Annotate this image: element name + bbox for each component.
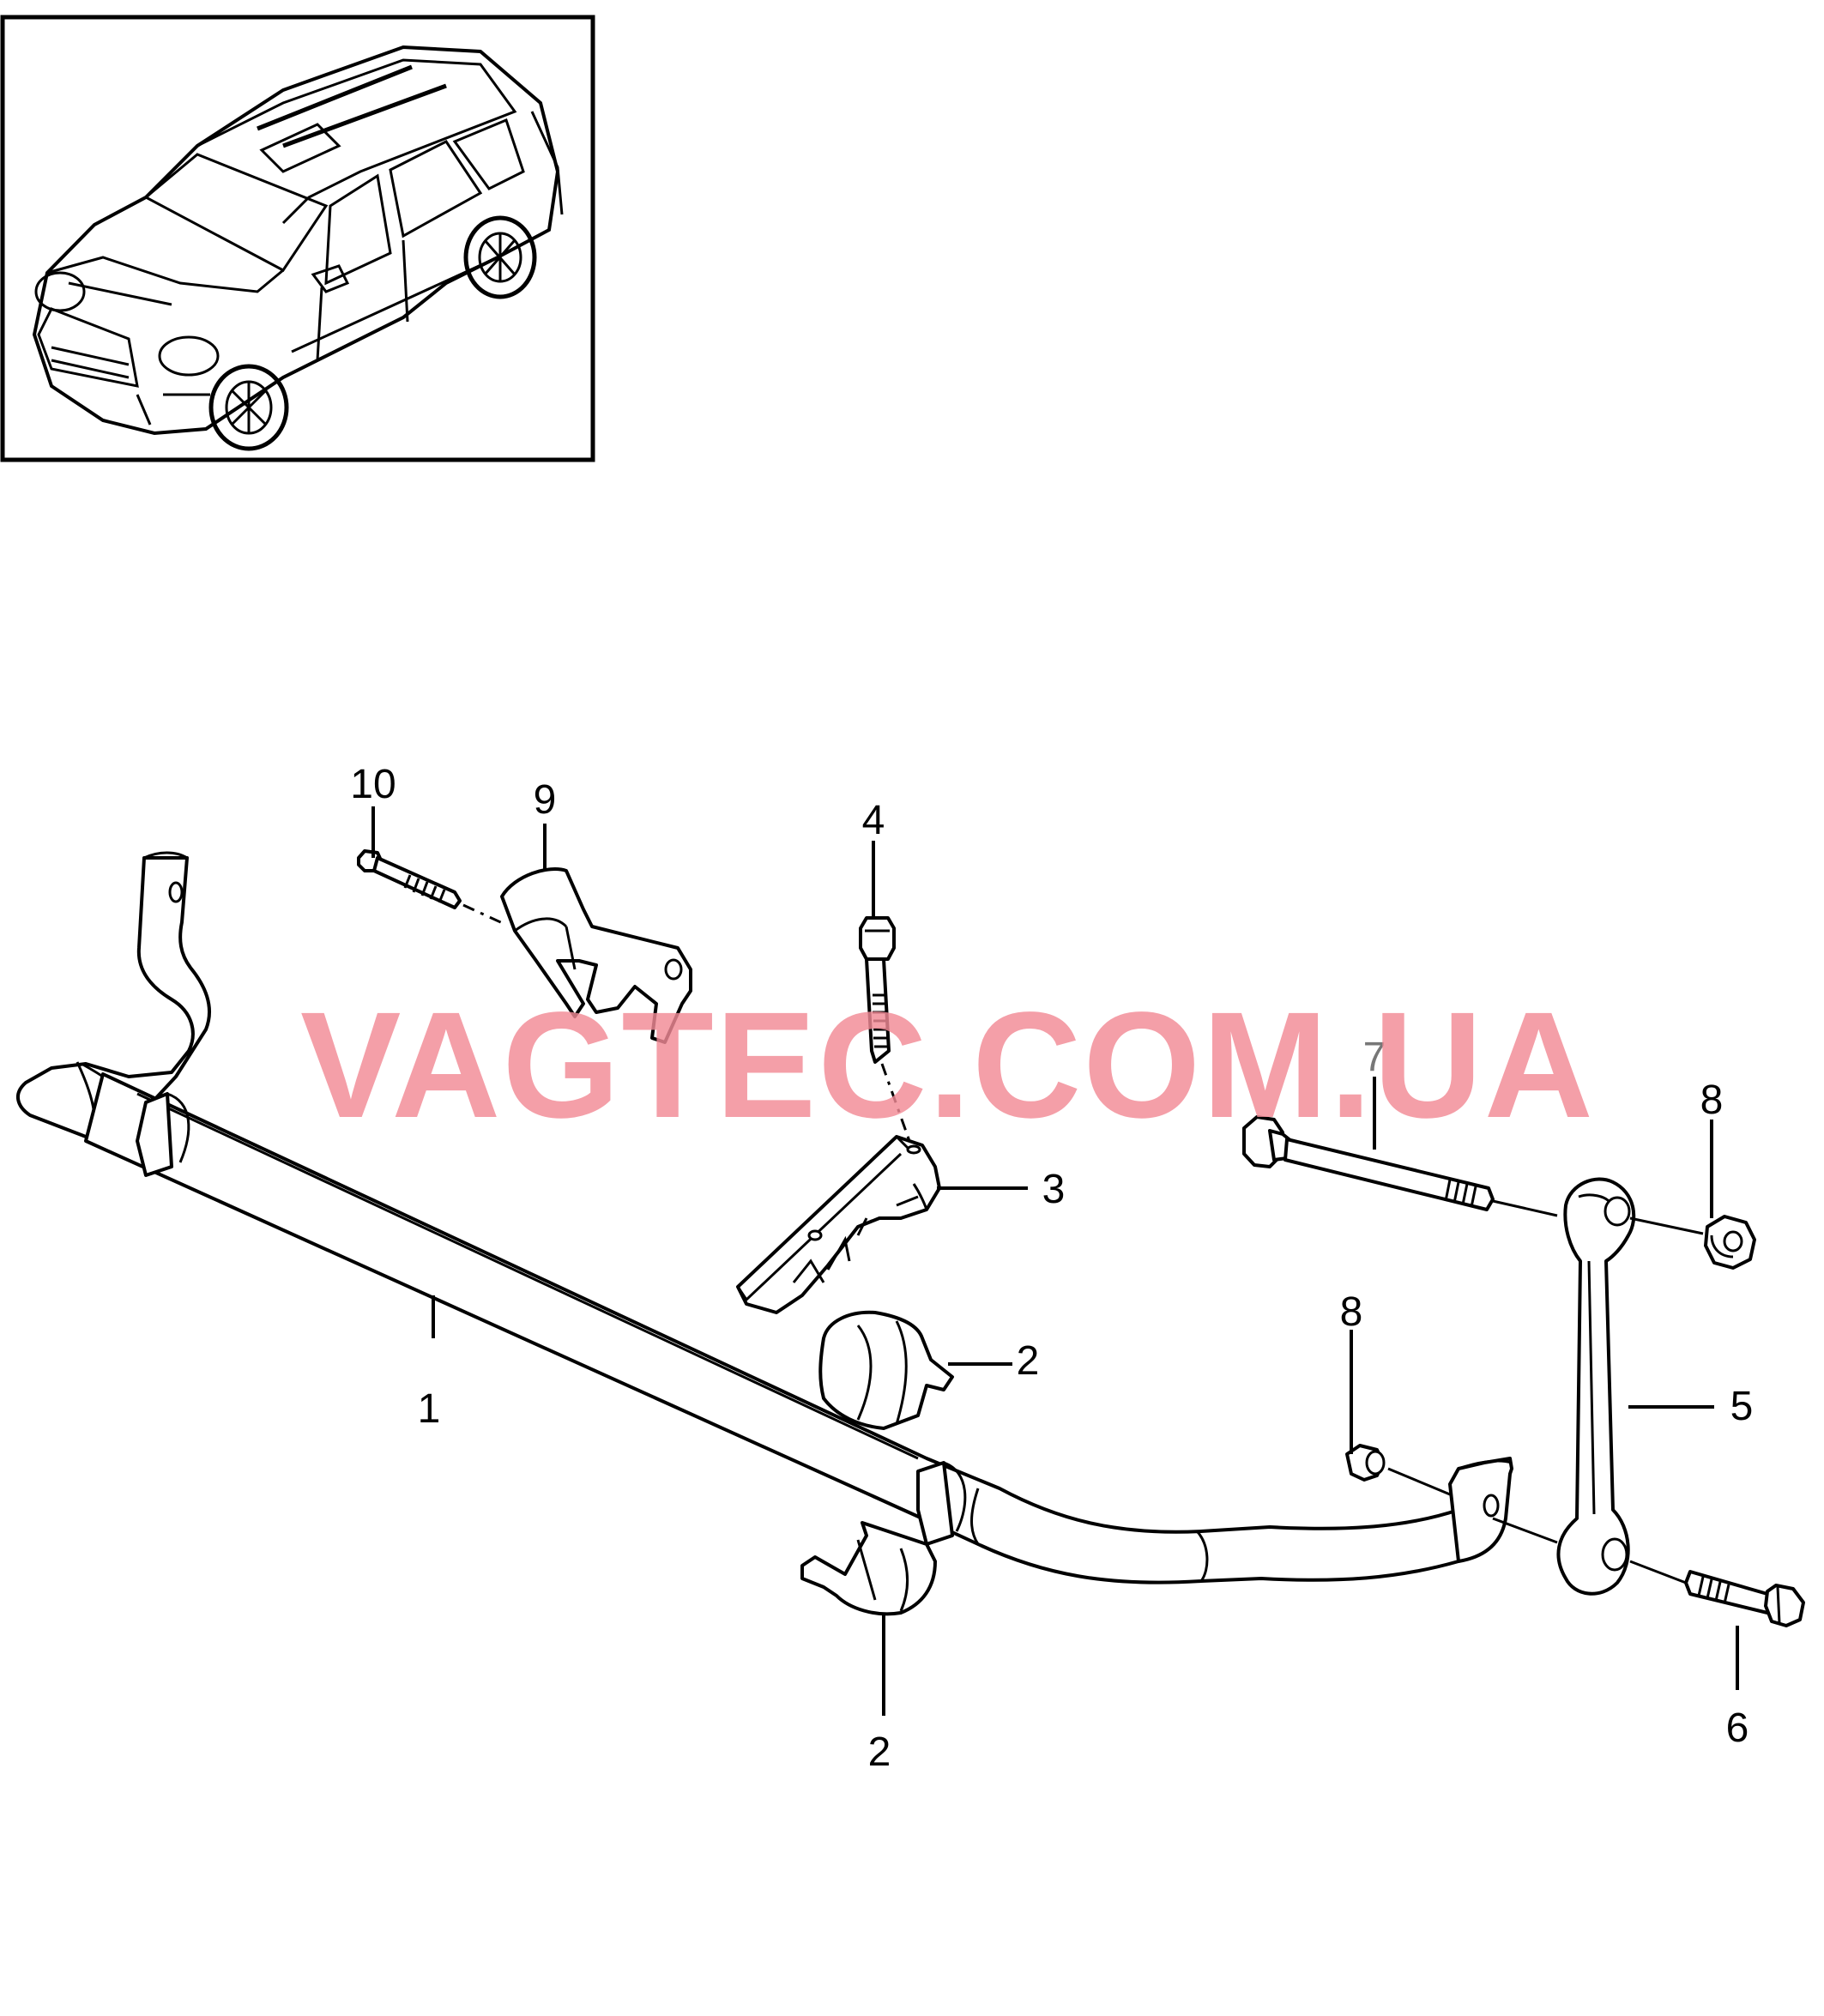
nut-8-upper (1704, 1215, 1756, 1270)
leader-lines (371, 806, 1739, 1716)
callout-10: 10 (350, 762, 396, 807)
callout-6: 6 (1726, 1705, 1749, 1751)
bushing-lower (800, 1521, 937, 1616)
bracket-9 (500, 867, 692, 1044)
bolt-6 (1684, 1570, 1805, 1627)
vehicle-thumbnail (0, 15, 595, 462)
coupling-link (1492, 1177, 1704, 1596)
callout-7: 7 (1363, 1035, 1386, 1080)
callout-8-upper: 8 (1700, 1077, 1724, 1123)
bolt-4 (859, 916, 911, 1142)
suv-illustration (32, 45, 564, 451)
callout-2-upper: 2 (1017, 1338, 1040, 1384)
callout-4: 4 (862, 798, 885, 843)
callout-5: 5 (1730, 1384, 1754, 1429)
callout-labels: 10 9 4 7 8 3 8 2 5 1 2 6 (350, 762, 1753, 1775)
clamp-bracket (736, 1135, 941, 1314)
callout-1: 1 (418, 1386, 441, 1432)
callout-9: 9 (534, 777, 557, 823)
bolt-7 (1242, 1115, 1558, 1217)
callout-2-lower: 2 (868, 1729, 891, 1775)
nut-8-lower (1345, 1444, 1451, 1496)
callout-3: 3 (1042, 1167, 1066, 1212)
callout-8-lower: 8 (1340, 1289, 1363, 1335)
stabilizer-bar (16, 851, 1513, 1584)
bushing-upper (818, 1310, 954, 1430)
watermark-text: VAGTEC.COM.UA (300, 981, 1595, 1150)
bolt-10 (357, 849, 507, 927)
